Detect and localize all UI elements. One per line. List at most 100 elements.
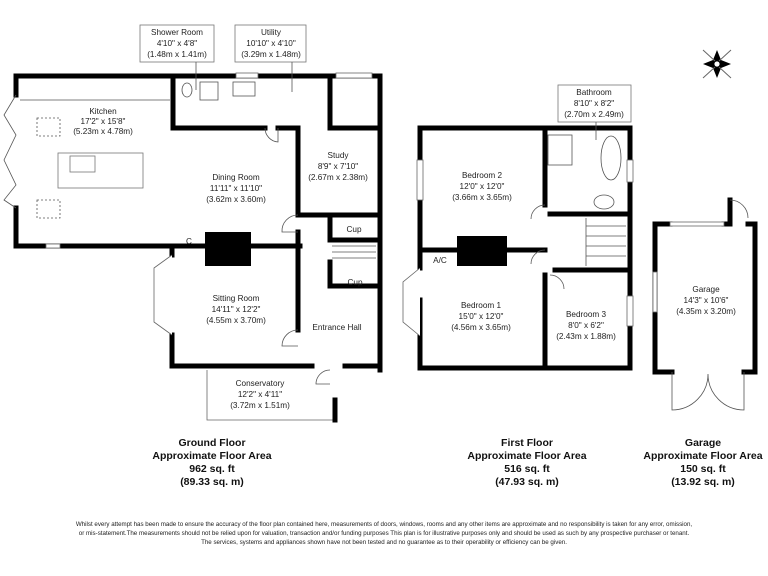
room-size-kitchen: 17'2" x 15'8" <box>81 117 126 126</box>
room-name-bathroom: Bathroom <box>576 88 612 97</box>
floor-area-label: Approximate Floor Area <box>467 450 586 462</box>
chimney-breast <box>457 236 507 266</box>
room-size-conservatory: 12'2" x 4'11" <box>238 390 282 399</box>
window <box>416 159 424 201</box>
room-size-study: 8'9" x 7'10" <box>318 162 358 171</box>
disclaimer-line: The services, systems and appliances sho… <box>201 539 567 546</box>
room-name-ac: A/C <box>433 256 447 265</box>
floor-area-sqm: (13.92 sq. m) <box>671 476 735 488</box>
door <box>549 274 565 290</box>
toilet-icon <box>181 82 193 98</box>
room-name-bedroom-1: Bedroom 1 <box>461 301 501 310</box>
utility-label-box <box>234 24 307 63</box>
toilet-icon <box>593 194 615 210</box>
ground-floor-plan: Kitchen 17'2" x 15'8" (5.23m x 4.78m) Sh… <box>3 24 383 423</box>
floor-area-sqm: (47.93 sq. m) <box>495 476 559 488</box>
room-size-garage: 14'3" x 10'6" <box>684 296 729 305</box>
room-metric-kitchen: (5.23m x 4.78m) <box>73 127 133 136</box>
room-name-study: Study <box>328 151 350 160</box>
staircase <box>332 245 376 259</box>
room-metric-utility: (3.29m x 1.48m) <box>241 50 301 59</box>
room-name-shower-room: Shower Room <box>151 28 203 37</box>
shower-room-label-box <box>139 24 215 63</box>
garage-doors <box>671 372 745 411</box>
window <box>235 72 259 79</box>
room-name-utility: Utility <box>261 28 282 37</box>
room-size-bedroom-1: 15'0" x 12'0" <box>459 312 504 321</box>
room-size-bedroom-2: 12'0" x 12'0" <box>460 182 505 191</box>
floor-area-label: Approximate Floor Area <box>152 450 271 462</box>
door <box>281 329 299 347</box>
room-name-sitting-room: Sitting Room <box>213 294 260 303</box>
disclaimer-line: or mis-statement.The measurements should… <box>78 530 690 537</box>
room-metric-bathroom: (2.70m x 2.49m) <box>564 110 624 119</box>
room-name-cupboard: Cup <box>347 278 362 287</box>
room-metric-bedroom-1: (4.56m x 3.65m) <box>451 323 511 332</box>
compass-rose-icon <box>702 49 732 79</box>
floor-area-sqm: (89.33 sq. m) <box>180 476 244 488</box>
bifold-doors <box>3 94 17 209</box>
window <box>626 295 634 327</box>
floor-plan: Kitchen 17'2" x 15'8" (5.23m x 4.78m) Sh… <box>3 24 763 488</box>
staircase <box>585 218 626 266</box>
room-size-dining-room: 11'11" x 11'10" <box>210 184 262 193</box>
room-metric-shower-room: (1.48m x 1.41m) <box>147 50 207 59</box>
disclaimer: Whilst every attempt has been made to en… <box>0 520 768 547</box>
room-size-bedroom-3: 8'0" x 6'2" <box>568 321 604 330</box>
utility-sink-icon <box>232 81 256 97</box>
room-name-garage: Garage <box>692 285 720 294</box>
room-metric-bedroom-2: (3.66m x 3.65m) <box>452 193 512 202</box>
floor-title: Garage <box>685 437 721 449</box>
garage-caption: Garage Approximate Floor Area 150 sq. ft… <box>643 437 762 488</box>
floor-area-label: Approximate Floor Area <box>643 450 762 462</box>
window <box>335 72 373 79</box>
door <box>281 214 299 233</box>
floor-title: First Floor <box>501 437 553 449</box>
room-name-c: C <box>186 237 192 246</box>
door <box>530 249 546 265</box>
room-name-cupboard: Cup <box>346 225 361 234</box>
room-name-conservatory: Conservatory <box>236 379 286 388</box>
sink-icon <box>69 155 96 173</box>
chimney-breast <box>205 232 251 266</box>
room-size-utility: 10'10" x 4'10" <box>246 39 296 48</box>
window <box>45 243 61 249</box>
bay-window <box>153 254 173 336</box>
room-name-kitchen: Kitchen <box>89 107 117 116</box>
room-metric-sitting-room: (4.55m x 3.70m) <box>206 316 266 325</box>
room-metric-study: (2.67m x 2.38m) <box>308 173 368 182</box>
room-metric-conservatory: (3.72m x 1.51m) <box>230 401 290 410</box>
first-floor-plan: Bathroom 8'10" x 8'2" (2.70m x 2.49m) Be… <box>402 84 634 371</box>
door <box>264 127 279 143</box>
garage-plan: Garage 14'3" x 10'6" (4.35m x 3.20m) <box>652 197 758 411</box>
bay-window <box>402 267 421 337</box>
window <box>626 159 634 183</box>
room-name-bedroom-3: Bedroom 3 <box>566 310 606 319</box>
bathroom-label-box <box>557 84 632 123</box>
first-floor-caption: First Floor Approximate Floor Area 516 s… <box>467 437 586 488</box>
floor-area-sqft: 962 sq. ft <box>189 463 235 475</box>
room-metric-bedroom-3: (2.43m x 1.88m) <box>556 332 616 341</box>
door <box>315 369 331 385</box>
ground-floor-caption: Ground Floor Approximate Floor Area 962 … <box>152 437 271 488</box>
room-metric-dining-room: (3.62m x 3.60m) <box>206 195 266 204</box>
room-name-dining-room: Dining Room <box>212 173 260 182</box>
bath-icon <box>600 135 622 181</box>
conservatory-glazing <box>206 370 335 421</box>
shower-tray-icon <box>199 81 219 101</box>
floor-area-sqft: 150 sq. ft <box>680 463 726 475</box>
room-name-bedroom-2: Bedroom 2 <box>462 171 502 180</box>
disclaimer-line: Whilst every attempt has been made to en… <box>75 521 693 528</box>
window <box>652 271 658 313</box>
skylight-icon <box>36 117 61 137</box>
room-size-sitting-room: 14'11" x 12'2" <box>212 305 261 314</box>
skylight-icon <box>36 199 61 219</box>
floor-title: Ground Floor <box>178 437 245 449</box>
door <box>530 204 546 220</box>
floor-area-sqft: 516 sq. ft <box>504 463 550 475</box>
room-size-bathroom: 8'10" x 8'2" <box>574 99 614 108</box>
room-metric-garage: (4.35m x 3.20m) <box>676 307 736 316</box>
room-name-entrance-hall: Entrance Hall <box>312 323 361 332</box>
door <box>729 199 749 219</box>
shower-tray-icon <box>547 134 573 166</box>
